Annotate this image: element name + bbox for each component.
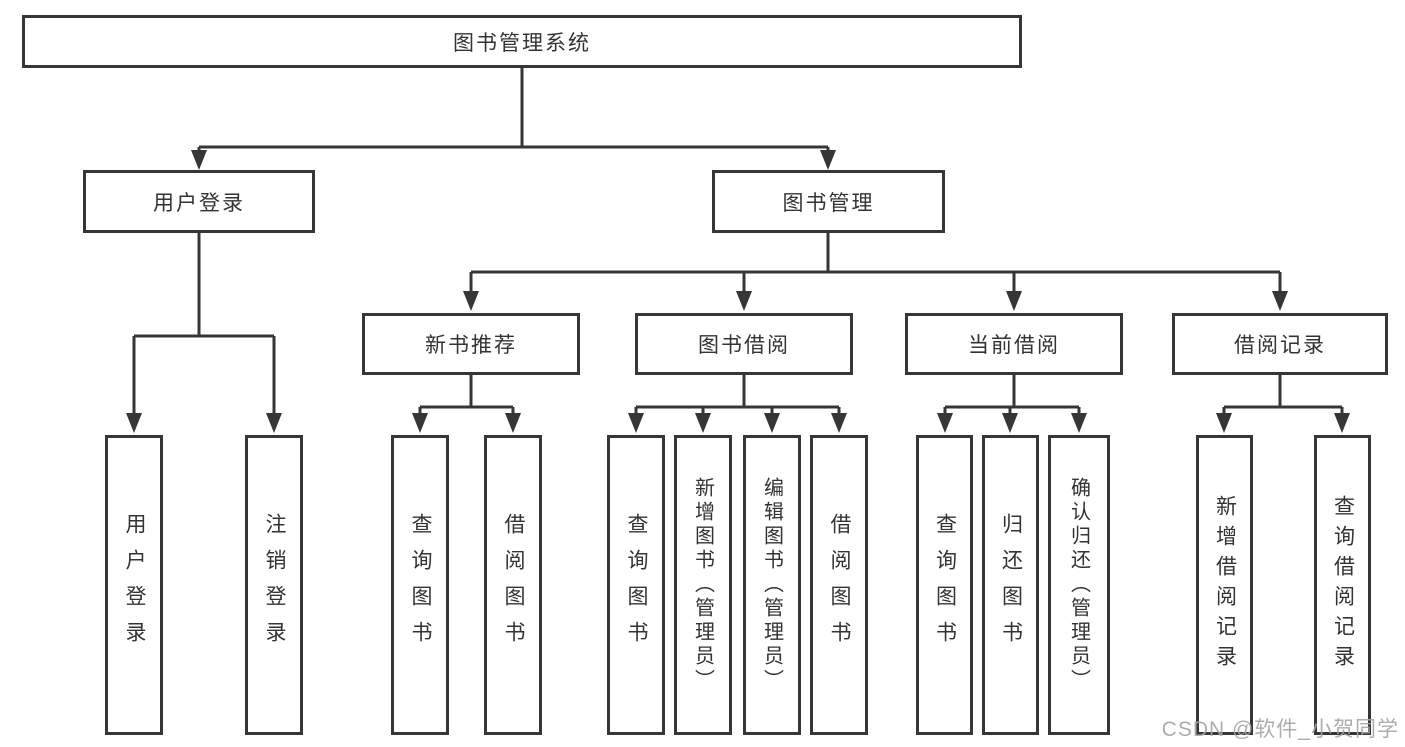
leaf-logout-label: 注销登录 [263,513,286,657]
leaf-query-book-2-label: 查询图书 [625,513,648,657]
node-new-book-recommend-label: 新书推荐 [425,334,517,357]
leaf-return-book: 归还图书 [982,435,1039,735]
leaf-query-borrow-record-label: 查询借阅记录 [1331,495,1355,675]
leaf-user-login-label: 用户登录 [123,513,146,657]
arrowhead-icon [412,413,428,433]
arrowhead-icon [1334,413,1350,433]
arrowhead-icon [505,413,521,433]
arrowhead-icon [1071,413,1087,433]
node-book-borrow: 图书借阅 [635,313,853,375]
leaf-add-borrow-record: 新增借阅记录 [1196,435,1253,735]
arrowhead-icon [736,291,752,311]
arrowhead-icon [831,413,847,433]
leaf-user-login: 用户登录 [105,435,163,735]
arrowhead-icon [463,291,479,311]
leaf-borrow-book-1-label: 借阅图书 [502,513,525,657]
leaf-add-borrow-record-label: 新增借阅记录 [1213,495,1237,675]
arrowhead-icon [1272,291,1288,311]
node-book-borrow-label: 图书借阅 [698,334,790,357]
leaf-add-book-admin-label: 新增图书（管理员） [691,477,714,693]
leaf-query-book-3-label: 查询图书 [933,513,957,657]
node-root: 图书管理系统 [22,15,1022,68]
arrowhead-icon [820,150,836,170]
leaf-query-book-2: 查询图书 [607,435,665,735]
arrowhead-icon [1006,291,1022,311]
leaf-add-book-admin: 新增图书（管理员） [674,435,732,735]
arrowhead-icon [1216,413,1232,433]
leaf-edit-book-admin-label: 编辑图书（管理员） [760,477,783,693]
csdn-watermark: CSDN @软件_小贺同学 [1161,718,1399,741]
leaf-confirm-return-admin-label: 确认归还（管理员） [1067,477,1090,693]
arrowhead-icon [266,413,282,433]
arrowhead-icon [628,413,644,433]
node-new-book-recommend: 新书推荐 [362,313,580,375]
node-book-management: 图书管理 [712,170,945,233]
leaf-logout: 注销登录 [245,435,303,735]
leaf-query-book-1: 查询图书 [391,435,449,735]
node-current-borrow: 当前借阅 [905,313,1123,375]
leaf-query-book-3: 查询图书 [916,435,973,735]
node-book-management-label: 图书管理 [782,191,875,215]
arrowhead-icon [764,413,780,433]
leaf-query-book-1-label: 查询图书 [409,513,432,657]
node-user-login: 用户登录 [83,170,315,233]
leaf-borrow-book-2: 借阅图书 [810,435,868,735]
arrowhead-icon [695,413,711,433]
arrowhead-icon [1002,413,1018,433]
node-root-label: 图书管理系统 [453,31,591,55]
node-user-login-label: 用户登录 [153,191,245,215]
leaf-confirm-return-admin: 确认归还（管理员） [1048,435,1110,735]
arrowhead-icon [937,413,953,433]
leaf-return-book-label: 归还图书 [999,513,1023,657]
leaf-borrow-book-2-label: 借阅图书 [828,513,851,657]
arrowhead-icon [191,150,207,170]
arrowhead-icon [126,413,142,433]
node-current-borrow-label: 当前借阅 [968,334,1060,357]
leaf-edit-book-admin: 编辑图书（管理员） [743,435,801,735]
node-borrow-records-label: 借阅记录 [1234,334,1326,357]
leaf-borrow-book-1: 借阅图书 [484,435,542,735]
node-borrow-records: 借阅记录 [1172,313,1388,375]
leaf-query-borrow-record: 查询借阅记录 [1314,435,1371,735]
